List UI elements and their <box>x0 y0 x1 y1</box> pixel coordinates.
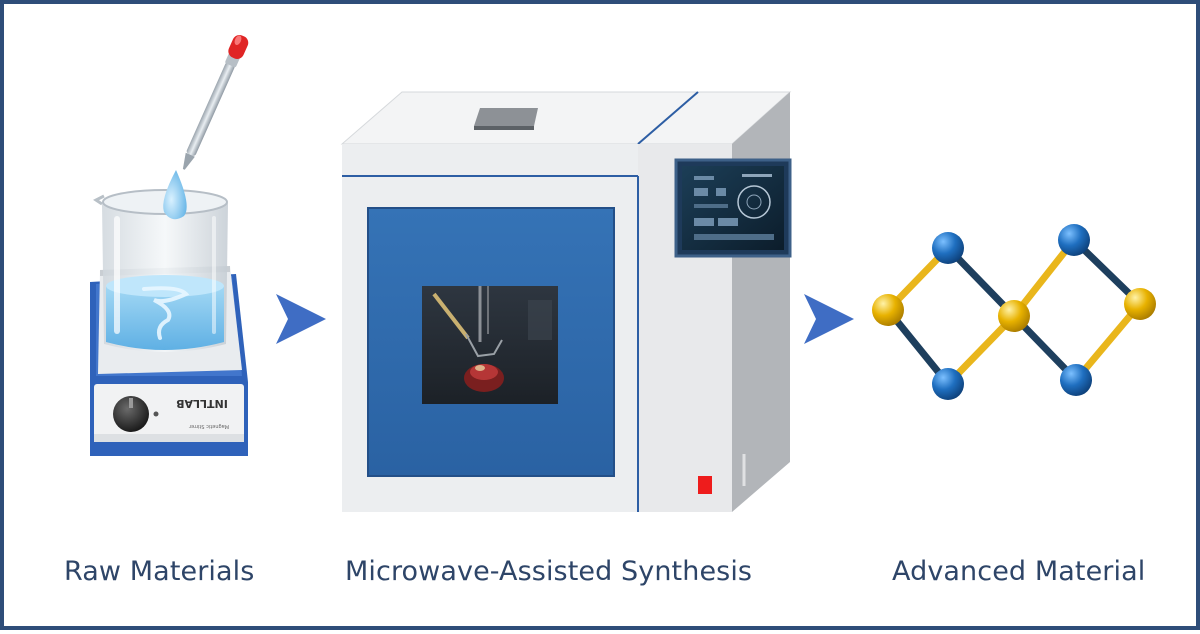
atom-gold <box>998 300 1030 332</box>
atom-blue <box>932 232 964 264</box>
raw-materials-illustration: INTLLAB Magnetic Stirrer <box>90 34 249 456</box>
atom-gold <box>872 294 904 326</box>
stirrer-brand: INTLLAB <box>176 397 228 410</box>
droplet-icon <box>163 170 187 220</box>
power-button <box>698 476 712 494</box>
control-panel-screen <box>674 158 792 258</box>
process-diagram: INTLLAB Magnetic Stirrer <box>90 34 1156 512</box>
arrow-right-icon <box>804 294 854 344</box>
stage-label-microwave-synthesis: Microwave-Assisted Synthesis <box>345 556 753 587</box>
crystal-lattice <box>872 224 1156 400</box>
atom-gold <box>1124 288 1156 320</box>
atom-blue <box>1058 224 1090 256</box>
reaction-cavity <box>422 286 558 404</box>
stirrer-model: Magnetic Stirrer <box>188 423 229 429</box>
beaker <box>93 189 228 352</box>
stage-label-advanced-material: Advanced Material <box>892 556 1146 587</box>
stage-label-raw-materials: Raw Materials <box>64 556 255 587</box>
atom-blue <box>1060 364 1092 396</box>
atom-blue <box>932 368 964 400</box>
pipette-icon <box>182 34 249 170</box>
arrow-right-icon <box>276 294 326 344</box>
knob-icon <box>113 396 149 432</box>
microwave-oven <box>340 91 792 512</box>
